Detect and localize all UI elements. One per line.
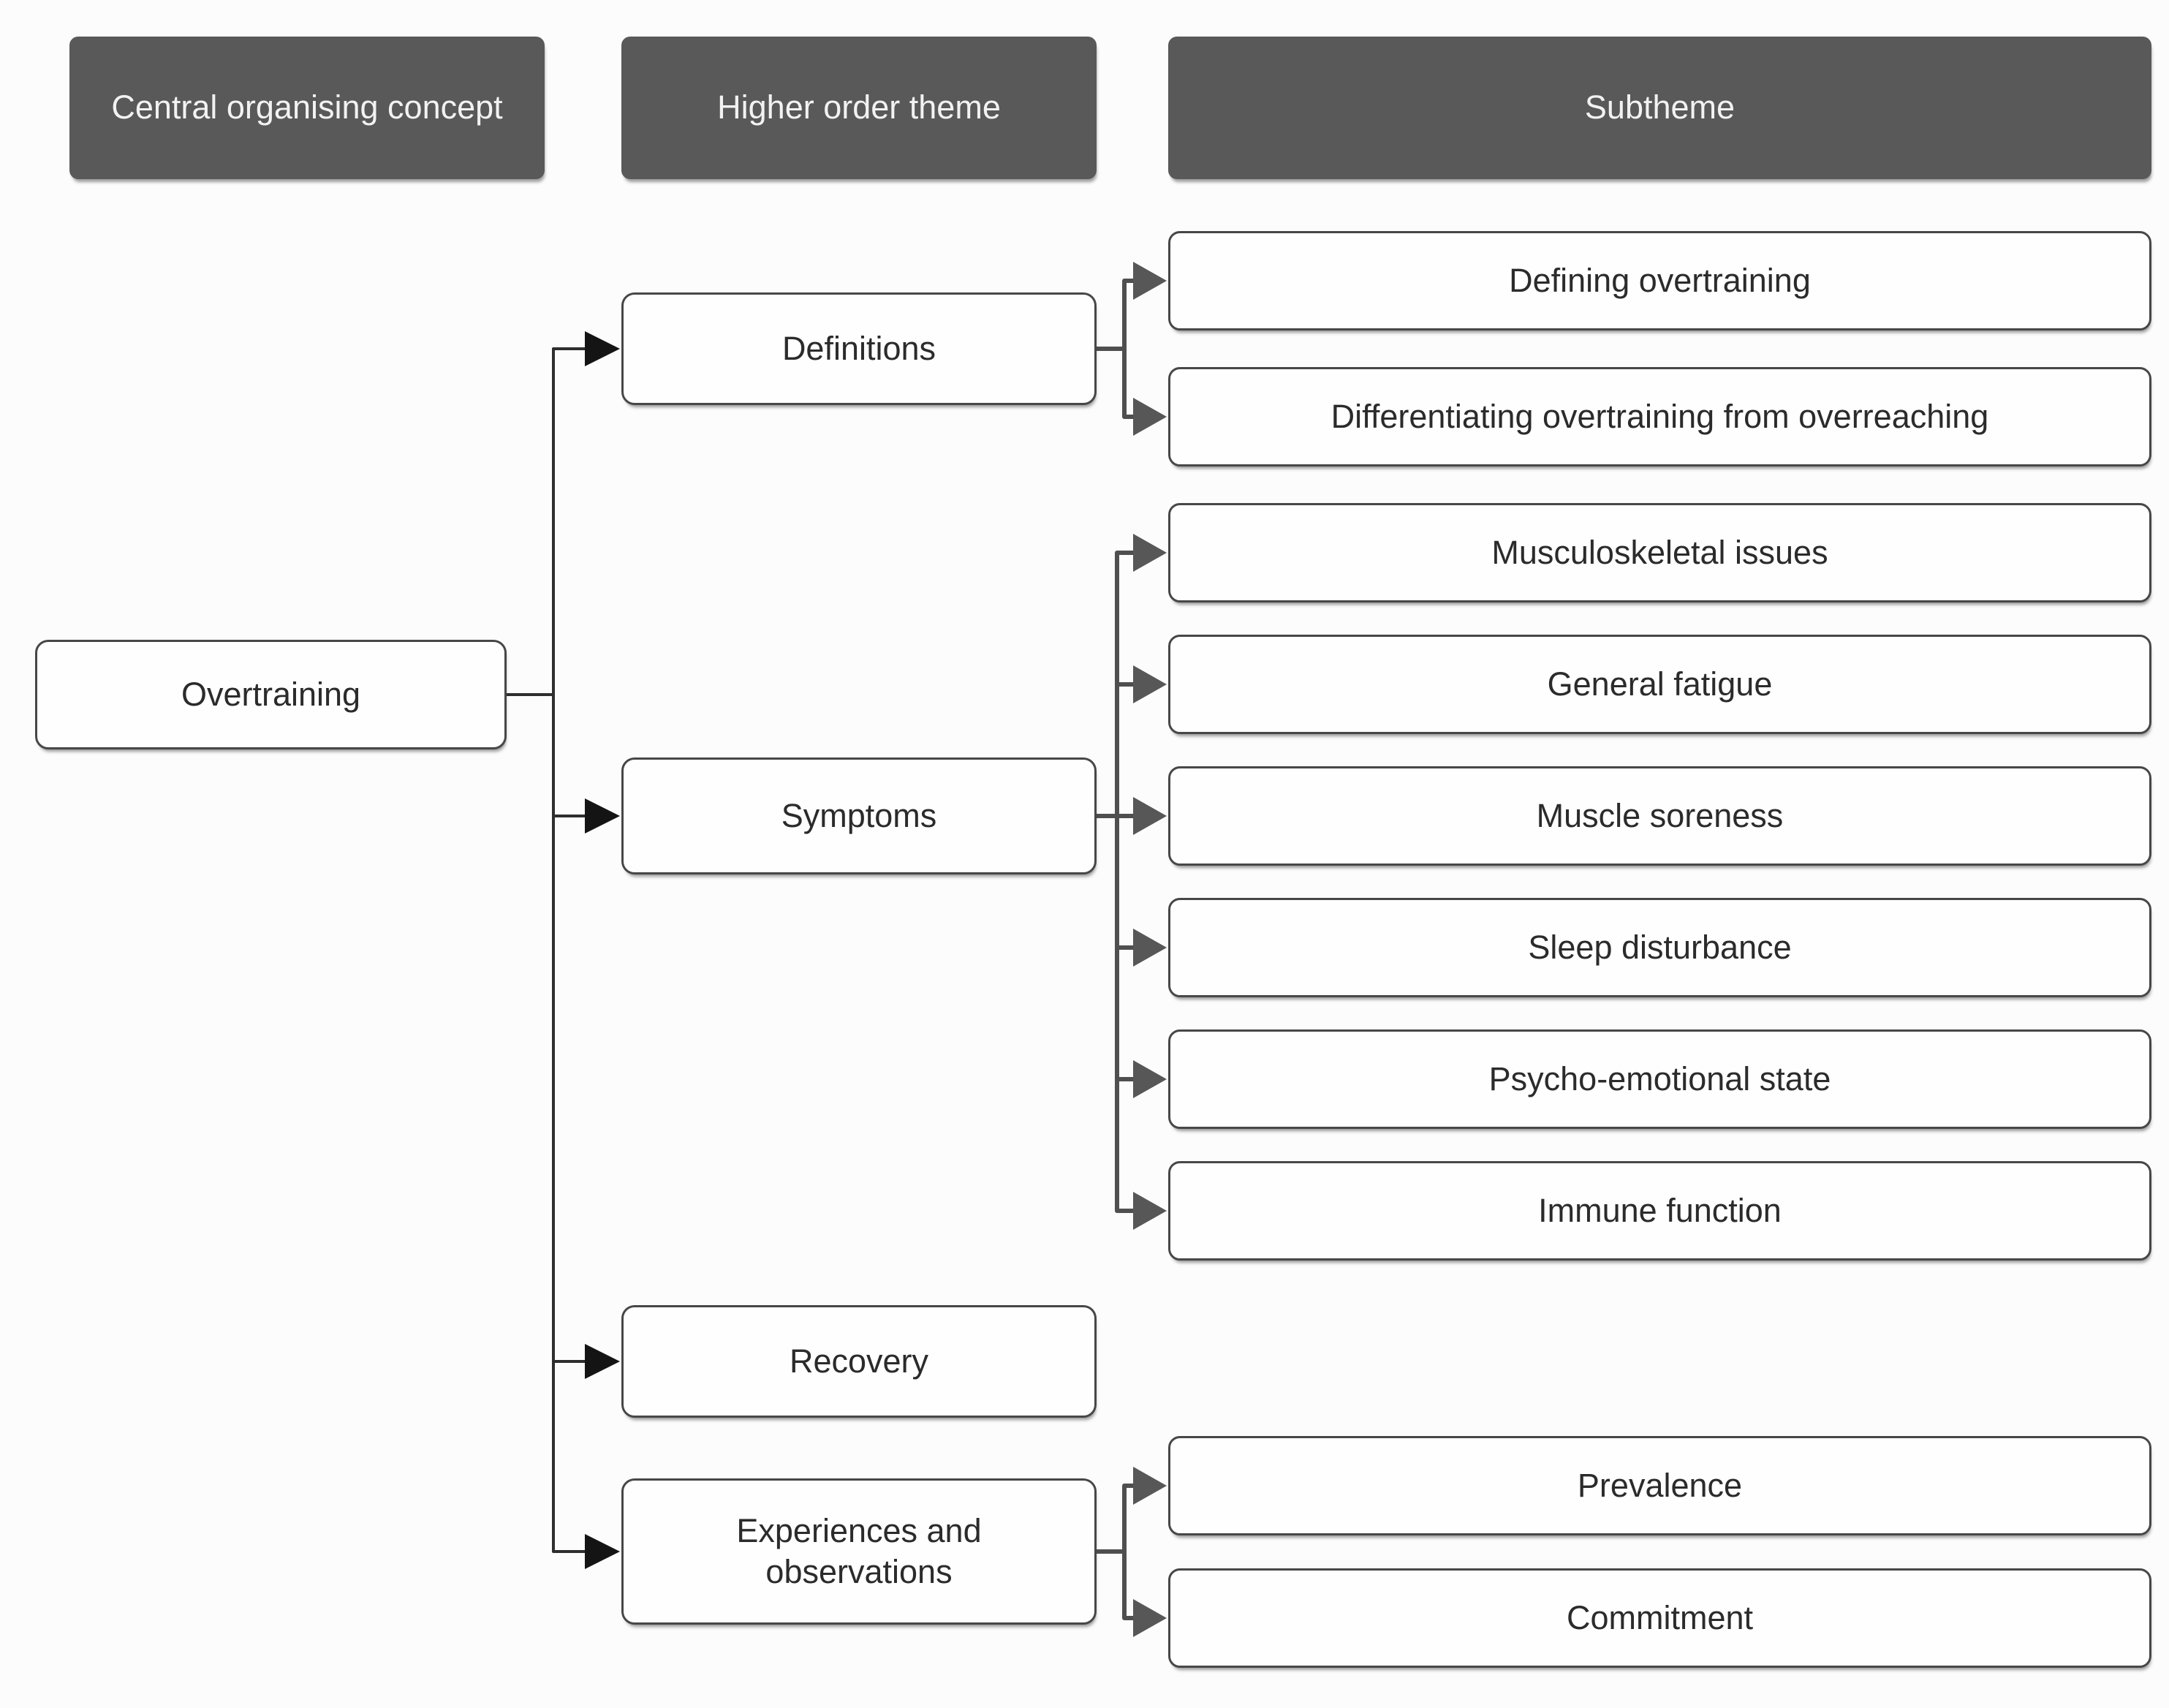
node-overtraining: Overtraining <box>35 640 507 749</box>
arrow-to-recovery-icon <box>585 1344 620 1379</box>
connector-definitions-trunk <box>1094 279 1137 419</box>
arrow-to-commitment-icon <box>1133 1599 1167 1637</box>
arrow-to-general-fatigue-icon <box>1133 665 1167 703</box>
arrow-to-experiences-icon <box>585 1534 620 1569</box>
node-commitment: Commitment <box>1168 1568 2151 1668</box>
arrow-to-prevalence-icon <box>1133 1467 1167 1505</box>
arrow-to-differentiating-icon <box>1133 398 1167 436</box>
arrow-to-muscle-soreness-icon <box>1133 797 1167 835</box>
connector-experiences-trunk <box>1094 1484 1137 1620</box>
header-central-organising-concept: Central organising concept <box>69 37 545 179</box>
node-defining-overtraining: Defining overtraining <box>1168 231 2151 330</box>
node-immune-function: Immune function <box>1168 1161 2151 1261</box>
arrow-to-immune-function-icon <box>1133 1192 1167 1230</box>
node-musculoskeletal-issues: Musculoskeletal issues <box>1168 503 2151 602</box>
node-prevalence: Prevalence <box>1168 1436 2151 1535</box>
header-subtheme: Subtheme <box>1168 37 2151 179</box>
connector-symptoms-trunk <box>1094 551 1137 1213</box>
arrow-to-sleep-disturbance-icon <box>1133 929 1167 967</box>
node-muscle-soreness: Muscle soreness <box>1168 766 2151 866</box>
node-experiences-and-observations: Experiences and observations <box>621 1478 1097 1625</box>
node-differentiating-overtraining: Differentiating overtraining from overre… <box>1168 367 2151 466</box>
header-higher-order-theme: Higher order theme <box>621 37 1097 179</box>
node-symptoms: Symptoms <box>621 757 1097 874</box>
arrow-to-defining-overtraining-icon <box>1133 262 1167 300</box>
arrow-to-symptoms-icon <box>585 798 620 834</box>
arrow-to-psycho-emotional-icon <box>1133 1060 1167 1098</box>
arrow-to-musculoskeletal-icon <box>1133 534 1167 572</box>
node-general-fatigue: General fatigue <box>1168 635 2151 734</box>
arrow-to-definitions-icon <box>585 331 620 366</box>
node-recovery: Recovery <box>621 1305 1097 1418</box>
node-sleep-disturbance: Sleep disturbance <box>1168 898 2151 997</box>
connector-left-trunk <box>505 347 588 1553</box>
node-psycho-emotional-state: Psycho-emotional state <box>1168 1029 2151 1129</box>
node-definitions: Definitions <box>621 292 1097 405</box>
